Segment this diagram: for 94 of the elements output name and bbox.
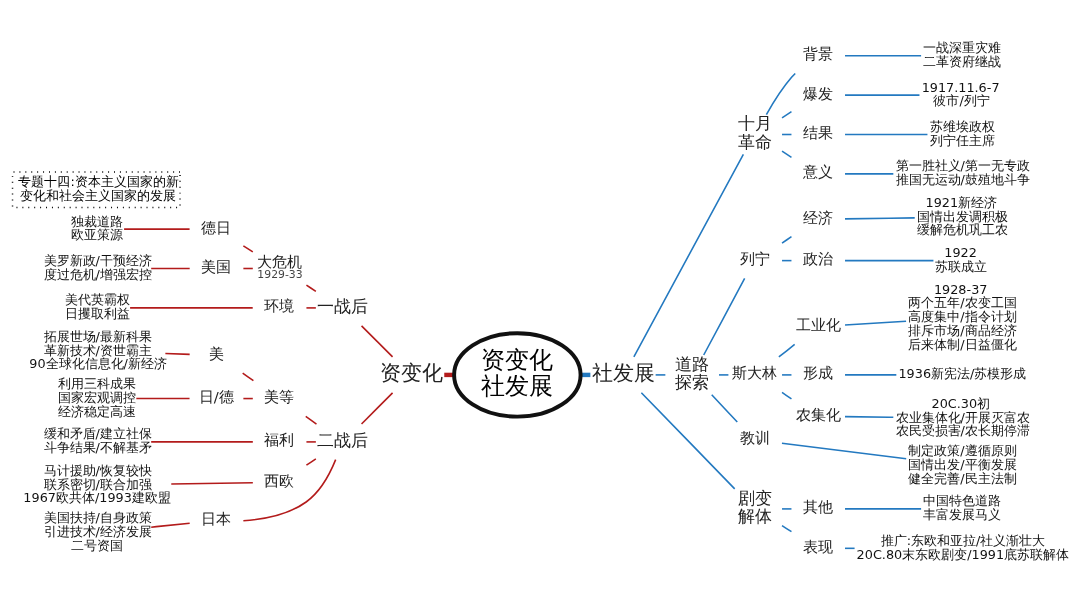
connector	[844, 259, 935, 261]
connector	[640, 391, 736, 490]
connector	[844, 133, 929, 135]
node-text: 美国扶持/自身政策 引进技术/经济发展 二号资国	[43, 509, 152, 553]
node-text: 中国特色道路 丰富发展马义	[923, 492, 1002, 522]
connector	[765, 72, 797, 115]
connector	[844, 415, 895, 418]
node-text: 制定政策/遵循原则 国情出发/平衡发展 健全完善/民主法制	[908, 442, 1017, 486]
connector	[633, 153, 745, 358]
connector	[781, 235, 793, 244]
node-text: 教训	[739, 428, 770, 446]
connector	[844, 172, 895, 175]
node-text: 一战后	[316, 295, 368, 316]
connector	[150, 522, 191, 528]
node-text: 政治	[802, 249, 833, 267]
node-text: 社发展	[591, 360, 655, 385]
node-text: 意义	[802, 162, 833, 180]
connector	[304, 415, 318, 425]
node-text: 缓和矛盾/建立社保 斗争结果/不解基矛	[43, 425, 152, 455]
node-text: 美罗新政/干预经济 度过危机/增强宏控	[43, 252, 152, 282]
node-text: 1917.11.6-7 彼市/列宁	[921, 79, 1000, 108]
node-text: 西欧	[264, 471, 295, 489]
connector	[778, 343, 796, 358]
node-text: 二战后	[316, 429, 368, 450]
node-text: 列宁	[739, 249, 770, 267]
node-text: 经济	[802, 208, 833, 226]
connector	[781, 391, 793, 400]
node-text: 1921新经济 国情出发调积极 缓解危机巩工农	[916, 194, 1008, 237]
node-text: 马计援助/恢复较快 联系密切/联合加强 1967欧共体/1993建欧盟	[23, 462, 171, 505]
node-text: 第一胜社义/第一无专政 推国无运动/鼓殖地斗争	[895, 157, 1030, 187]
node-text: 结果	[802, 123, 833, 141]
node-text: 1922 苏联成立	[935, 244, 988, 274]
connector	[123, 227, 191, 230]
node-text: 德日	[201, 218, 232, 236]
connector	[360, 391, 394, 425]
connector	[781, 441, 907, 460]
connector	[844, 319, 907, 326]
connector	[781, 149, 793, 158]
node-text: 美代英霸权 日攫取利益	[64, 291, 130, 321]
node-text: 美等	[264, 387, 295, 405]
node-text: 其他	[802, 497, 833, 515]
connector	[241, 371, 255, 381]
node-text: 日本	[201, 509, 232, 527]
node-text: 道路探索	[674, 353, 709, 392]
node-text: 背景	[802, 44, 833, 62]
node-text: 资变化	[380, 360, 444, 385]
connector	[844, 373, 898, 376]
node-text: 1928-37 两个五年/农变工国 高度集中/指令计划 排斥市场/商品经济 后来体制/日益僵化	[908, 281, 1017, 352]
node-text: 苏维埃政权 列宁任主席	[929, 118, 995, 148]
node-text: 拓展世场/最新科果 革新技术/资世霸主 90全球化信息化/新经济	[29, 328, 167, 371]
node-text: 独裁道路 欧亚策源	[70, 213, 123, 242]
connector	[702, 277, 746, 356]
connector	[305, 283, 317, 292]
node-text: 20C.30初 农业集体化/开展灭富农 农民受损害/农长期停滞	[895, 395, 1030, 438]
connector	[129, 306, 254, 309]
node-text: 表现	[802, 537, 833, 555]
node-text: 日/德	[198, 387, 234, 405]
node-text: 农集化	[795, 405, 841, 423]
node-text: 爆发	[802, 84, 833, 102]
node-text: 1936新宪法/苏模形成	[898, 365, 1027, 381]
node-text: 剧变解体	[737, 487, 772, 526]
node-text: 一战深重灾难 二革资府继战	[923, 39, 1002, 69]
node-text: 福利	[264, 430, 295, 448]
node-ellipse: 资变化 社发展	[452, 330, 583, 419]
node-box: 专题十四:资本主义国家的新变化和社会主义国家的发展	[11, 170, 181, 208]
connector	[305, 440, 317, 443]
connector	[170, 481, 254, 485]
node-text: 形成	[802, 363, 833, 381]
connector	[844, 93, 921, 96]
connector	[150, 267, 191, 269]
node-text: 推广:东欧和亚拉/社义渐壮大 20C.80末东欧剧变/1991底苏联解体	[856, 532, 1070, 562]
connector	[781, 507, 793, 510]
connector	[844, 54, 922, 56]
node-text: 利用三科成果 国家宏观调控 经济稳定高速	[58, 375, 137, 419]
connector	[781, 373, 793, 376]
connector	[360, 324, 394, 358]
connector	[305, 306, 317, 309]
connector	[844, 507, 922, 510]
connector	[150, 440, 254, 443]
node-text: 美	[208, 344, 224, 362]
connector	[710, 393, 739, 423]
node-text: 十月革命	[737, 112, 772, 152]
connector	[781, 524, 793, 532]
node-text: 环境	[264, 296, 295, 314]
node-text: 斯大林	[732, 363, 778, 381]
connector	[781, 110, 793, 119]
connector	[135, 397, 191, 399]
connector	[718, 373, 730, 376]
connector	[164, 352, 191, 355]
connector	[844, 216, 916, 220]
node-text: 工业化	[795, 315, 841, 333]
node-text: 美国	[201, 257, 232, 275]
node-text: 大危机 1929-33	[256, 252, 303, 281]
connector	[654, 373, 667, 376]
